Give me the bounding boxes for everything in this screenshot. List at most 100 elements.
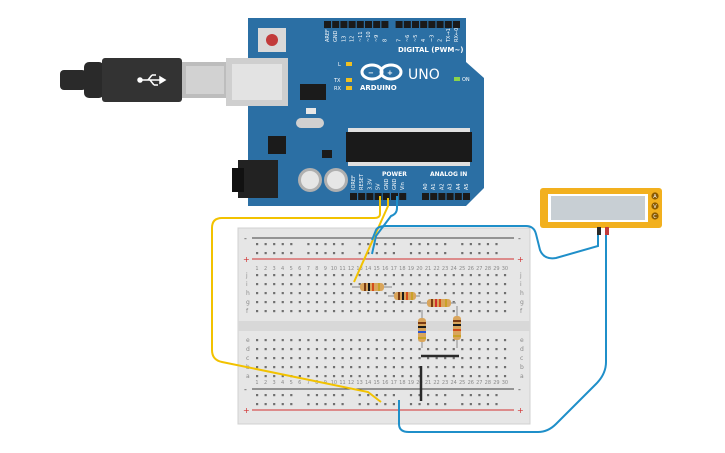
resistor-5[interactable] bbox=[453, 306, 461, 348]
terminal-hole[interactable] bbox=[495, 310, 498, 313]
terminal-hole[interactable] bbox=[478, 375, 481, 378]
rail-hole[interactable] bbox=[469, 403, 472, 406]
terminal-hole[interactable] bbox=[427, 310, 430, 313]
terminal-hole[interactable] bbox=[384, 292, 387, 295]
terminal-hole[interactable] bbox=[324, 339, 327, 342]
terminal-hole[interactable] bbox=[264, 310, 267, 313]
multimeter-mode-buttons[interactable]: AVC bbox=[651, 192, 659, 220]
terminal-hole[interactable] bbox=[444, 283, 447, 286]
terminal-hole[interactable] bbox=[435, 366, 438, 369]
digital-pin-socket[interactable] bbox=[348, 21, 356, 28]
terminal-hole[interactable] bbox=[332, 357, 336, 360]
terminal-hole[interactable] bbox=[452, 366, 455, 369]
rail-hole[interactable] bbox=[264, 394, 267, 397]
terminal-hole[interactable] bbox=[392, 357, 395, 360]
rail-hole[interactable] bbox=[392, 403, 395, 406]
terminal-hole[interactable] bbox=[332, 339, 336, 342]
terminal-hole[interactable] bbox=[281, 357, 284, 360]
rail-hole[interactable] bbox=[256, 403, 259, 406]
terminal-hole[interactable] bbox=[358, 301, 361, 304]
rail-hole[interactable] bbox=[281, 403, 284, 406]
terminal-hole[interactable] bbox=[264, 274, 267, 277]
terminal-hole[interactable] bbox=[332, 292, 336, 295]
terminal-hole[interactable] bbox=[324, 274, 327, 277]
terminal-hole[interactable] bbox=[503, 292, 507, 295]
terminal-hole[interactable] bbox=[290, 274, 293, 277]
multimeter-terminal-a[interactable] bbox=[651, 192, 659, 200]
rail-hole[interactable] bbox=[324, 243, 327, 246]
power-pin-socket[interactable] bbox=[350, 193, 357, 200]
rail-hole[interactable] bbox=[290, 394, 293, 397]
yellow-wire-5v[interactable] bbox=[353, 198, 389, 283]
terminal-hole[interactable] bbox=[358, 339, 361, 342]
terminal-hole[interactable] bbox=[341, 357, 344, 360]
terminal-hole[interactable] bbox=[461, 274, 464, 277]
terminal-hole[interactable] bbox=[281, 339, 284, 342]
terminal-hole[interactable] bbox=[401, 348, 404, 351]
terminal-hole[interactable] bbox=[401, 366, 404, 369]
rail-hole[interactable] bbox=[478, 394, 481, 397]
terminal-hole[interactable] bbox=[273, 292, 276, 295]
terminal-hole[interactable] bbox=[273, 357, 276, 360]
analog-pin-socket[interactable] bbox=[463, 193, 470, 200]
terminal-hole[interactable] bbox=[324, 283, 327, 286]
terminal-hole[interactable] bbox=[256, 366, 259, 369]
rail-hole[interactable] bbox=[435, 403, 438, 406]
terminal-hole[interactable] bbox=[358, 310, 361, 313]
terminal-hole[interactable] bbox=[435, 310, 438, 313]
terminal-hole[interactable] bbox=[461, 357, 464, 360]
terminal-hole[interactable] bbox=[469, 274, 472, 277]
terminal-hole[interactable] bbox=[341, 301, 344, 304]
terminal-hole[interactable] bbox=[307, 339, 310, 342]
terminal-hole[interactable] bbox=[418, 301, 421, 304]
terminal-hole[interactable] bbox=[375, 348, 378, 351]
rail-hole[interactable] bbox=[375, 243, 378, 246]
blue-wire-gnd[interactable] bbox=[371, 196, 398, 255]
rail-hole[interactable] bbox=[290, 243, 293, 246]
terminal-hole[interactable] bbox=[486, 301, 490, 304]
rail-hole[interactable] bbox=[341, 243, 344, 246]
terminal-hole[interactable] bbox=[461, 375, 464, 378]
terminal-hole[interactable] bbox=[315, 339, 319, 342]
terminal-hole[interactable] bbox=[495, 301, 498, 304]
resistor-4[interactable] bbox=[418, 310, 426, 348]
terminal-hole[interactable] bbox=[350, 274, 353, 277]
terminal-hole[interactable] bbox=[452, 348, 455, 351]
terminal-hole[interactable] bbox=[401, 339, 404, 342]
terminal-hole[interactable] bbox=[478, 274, 481, 277]
rail-hole[interactable] bbox=[375, 252, 378, 255]
terminal-hole[interactable] bbox=[350, 366, 353, 369]
terminal-hole[interactable] bbox=[332, 375, 336, 378]
terminal-hole[interactable] bbox=[281, 292, 284, 295]
rail-hole[interactable] bbox=[375, 394, 378, 397]
rail-hole[interactable] bbox=[290, 403, 293, 406]
terminal-hole[interactable] bbox=[452, 292, 455, 295]
terminal-hole[interactable] bbox=[435, 339, 438, 342]
terminal-hole[interactable] bbox=[384, 310, 387, 313]
rail-hole[interactable] bbox=[435, 252, 438, 255]
digital-pin-socket[interactable] bbox=[428, 21, 436, 28]
terminal-hole[interactable] bbox=[315, 292, 319, 295]
terminal-hole[interactable] bbox=[324, 348, 327, 351]
rail-hole[interactable] bbox=[384, 394, 387, 397]
terminal-hole[interactable] bbox=[375, 292, 378, 295]
rail-hole[interactable] bbox=[281, 394, 284, 397]
terminal-hole[interactable] bbox=[298, 357, 301, 360]
terminal-hole[interactable] bbox=[273, 348, 276, 351]
terminal-hole[interactable] bbox=[332, 283, 336, 286]
rail-hole[interactable] bbox=[478, 252, 481, 255]
terminal-hole[interactable] bbox=[503, 366, 507, 369]
terminal-hole[interactable] bbox=[350, 357, 353, 360]
terminal-hole[interactable] bbox=[392, 348, 395, 351]
terminal-hole[interactable] bbox=[290, 292, 293, 295]
digital-pin-socket[interactable] bbox=[403, 21, 411, 28]
terminal-hole[interactable] bbox=[461, 348, 464, 351]
rail-hole[interactable] bbox=[358, 243, 361, 246]
resistor-3[interactable] bbox=[420, 299, 456, 307]
terminal-hole[interactable] bbox=[452, 274, 455, 277]
breadboard-holes[interactable] bbox=[256, 243, 507, 406]
terminal-hole[interactable] bbox=[375, 301, 378, 304]
rail-hole[interactable] bbox=[409, 243, 413, 246]
terminal-hole[interactable] bbox=[375, 366, 378, 369]
